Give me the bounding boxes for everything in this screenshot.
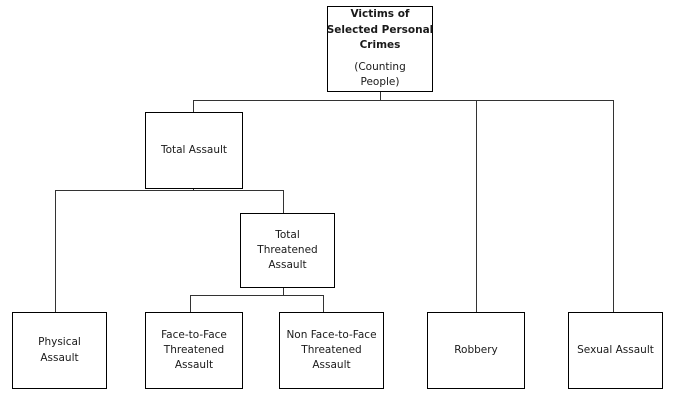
connector-level3-bus xyxy=(190,295,324,296)
node-face-to-face-line-2: Threatened xyxy=(163,343,225,356)
node-total-threatened-assault[interactable]: Total Threatened Assault xyxy=(240,213,335,288)
connector-level2-bus xyxy=(55,190,284,191)
node-total-threatened-assault-line-1: Total xyxy=(275,228,300,241)
connector-drop-non-face-to-face xyxy=(323,295,324,313)
node-physical-assault[interactable]: Physical Assault xyxy=(12,312,107,389)
connector-drop-total-threatened-assault xyxy=(283,190,284,214)
node-non-face-to-face-line-2: Threatened xyxy=(301,343,362,356)
node-title-line-2: Selected Personal xyxy=(326,23,434,36)
node-non-face-to-face-line-3: Assault xyxy=(312,359,351,372)
node-face-to-face-line-3: Assault xyxy=(174,359,214,372)
node-face-to-face-line-1: Face-to-Face xyxy=(161,328,227,341)
connector-total-threatened-assault-stem xyxy=(283,287,284,296)
node-total-threatened-assault-line-3: Assault xyxy=(268,259,307,272)
node-total-assault-line-1: Total Assault xyxy=(160,143,228,156)
node-physical-assault-line-2: Assault xyxy=(40,351,79,364)
connector-drop-face-to-face xyxy=(190,295,191,313)
node-physical-assault-line-1: Physical xyxy=(38,336,81,349)
node-non-face-to-face-line-1: Non Face-to-Face xyxy=(286,328,377,341)
node-face-to-face-threatened-assault[interactable]: Face-to-Face Threatened Assault xyxy=(145,312,243,389)
connector-drop-total-assault xyxy=(193,100,194,113)
node-sexual-assault-line-1: Sexual Assault xyxy=(577,343,654,356)
node-title-line-3: Crimes xyxy=(359,38,401,51)
node-total-threatened-assault-line-2: Threatened xyxy=(257,243,318,256)
connector-drop-physical-assault xyxy=(55,190,56,313)
connector-drop-robbery xyxy=(476,100,477,313)
node-robbery-line-1: Robbery xyxy=(454,343,498,356)
node-title-line-1: Victims of xyxy=(350,8,410,21)
connector-root-stem xyxy=(380,91,381,101)
node-total-assault[interactable]: Total Assault xyxy=(145,112,243,189)
node-victims-of-selected-personal-crimes[interactable]: Victims of Selected Personal Crimes (Cou… xyxy=(327,6,433,92)
node-non-face-to-face-threatened-assault[interactable]: Non Face-to-Face Threatened Assault xyxy=(279,312,384,389)
connector-drop-sexual-assault xyxy=(613,100,614,313)
node-robbery[interactable]: Robbery xyxy=(427,312,525,389)
node-title-sub-line-2: People) xyxy=(360,76,400,89)
connector-level1-bus xyxy=(193,100,614,101)
connector-total-assault-stem xyxy=(193,188,194,191)
node-title-sub-line-1: (Counting xyxy=(354,61,406,74)
node-sexual-assault[interactable]: Sexual Assault xyxy=(568,312,663,389)
